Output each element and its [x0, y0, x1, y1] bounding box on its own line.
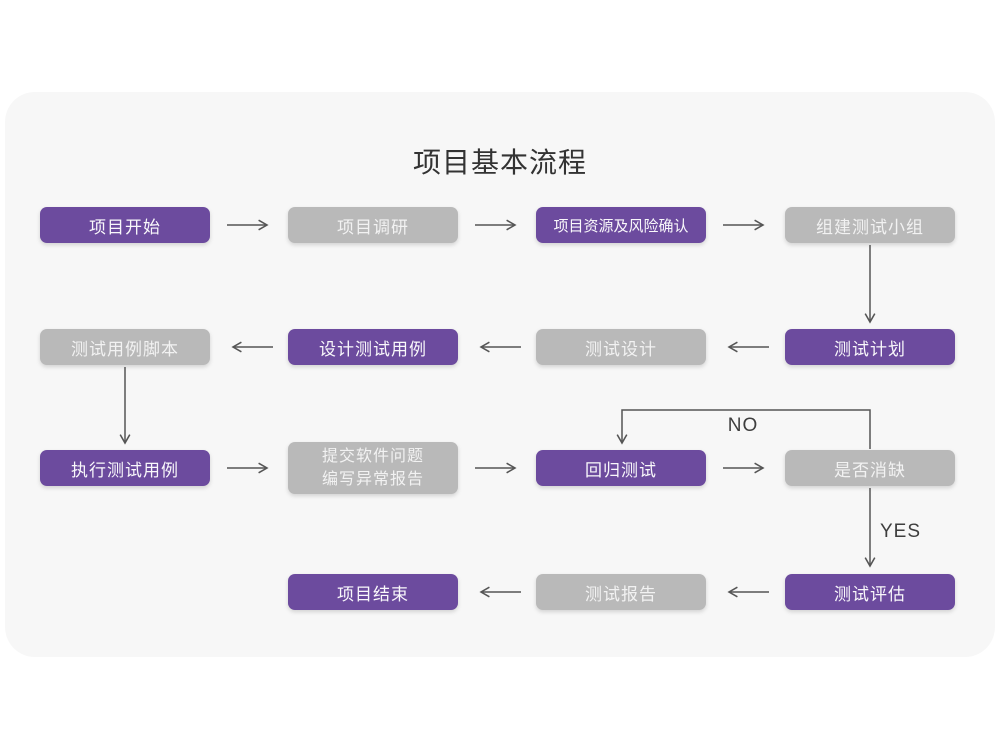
node-execute-test-cases: 执行测试用例 — [40, 450, 210, 486]
node-label: 测试用例脚本 — [71, 339, 179, 359]
node-label: 是否消缺 — [834, 460, 906, 480]
node-label: 测试报告 — [585, 584, 657, 604]
node-label: 设计测试用例 — [319, 339, 427, 359]
edge-label-yes: YES — [880, 521, 922, 542]
node-project-start: 项目开始 — [40, 207, 210, 243]
node-label-line2: 编写异常报告 — [321, 471, 424, 488]
node-build-test-team: 组建测试小组 — [785, 207, 955, 243]
node-defect-cleared: 是否消缺 — [785, 450, 955, 486]
node-test-case-scripts: 测试用例脚本 — [40, 329, 210, 365]
node-label-line1: 提交软件问题 — [321, 448, 424, 465]
node-label: 测试计划 — [834, 339, 906, 359]
node-regression-test: 回归测试 — [536, 450, 706, 486]
node-label: 测试设计 — [585, 339, 657, 359]
node-label: 执行测试用例 — [71, 460, 179, 480]
node-label: 测试评估 — [834, 584, 906, 604]
node-label: 项目结束 — [337, 584, 409, 604]
node-label: 项目开始 — [89, 217, 161, 237]
node-test-design: 测试设计 — [536, 329, 706, 365]
node-test-plan: 测试计划 — [785, 329, 955, 365]
node-label: 回归测试 — [585, 460, 657, 480]
node-test-evaluation: 测试评估 — [785, 574, 955, 610]
edge-label-no: NO — [727, 415, 759, 436]
node-label: 项目调研 — [337, 217, 409, 237]
node-label: 项目资源及风险确认 — [553, 217, 689, 235]
flowchart-card — [5, 92, 995, 657]
node-test-report: 测试报告 — [536, 574, 706, 610]
node-project-end: 项目结束 — [288, 574, 458, 610]
node-resources-risk: 项目资源及风险确认 — [536, 207, 706, 243]
node-project-research: 项目调研 — [288, 207, 458, 243]
page-title: 项目基本流程 — [412, 147, 587, 178]
node-design-test-cases: 设计测试用例 — [288, 329, 458, 365]
node-label: 组建测试小组 — [816, 217, 924, 237]
node-submit-issue-report: 提交软件问题 编写异常报告 — [288, 442, 458, 494]
